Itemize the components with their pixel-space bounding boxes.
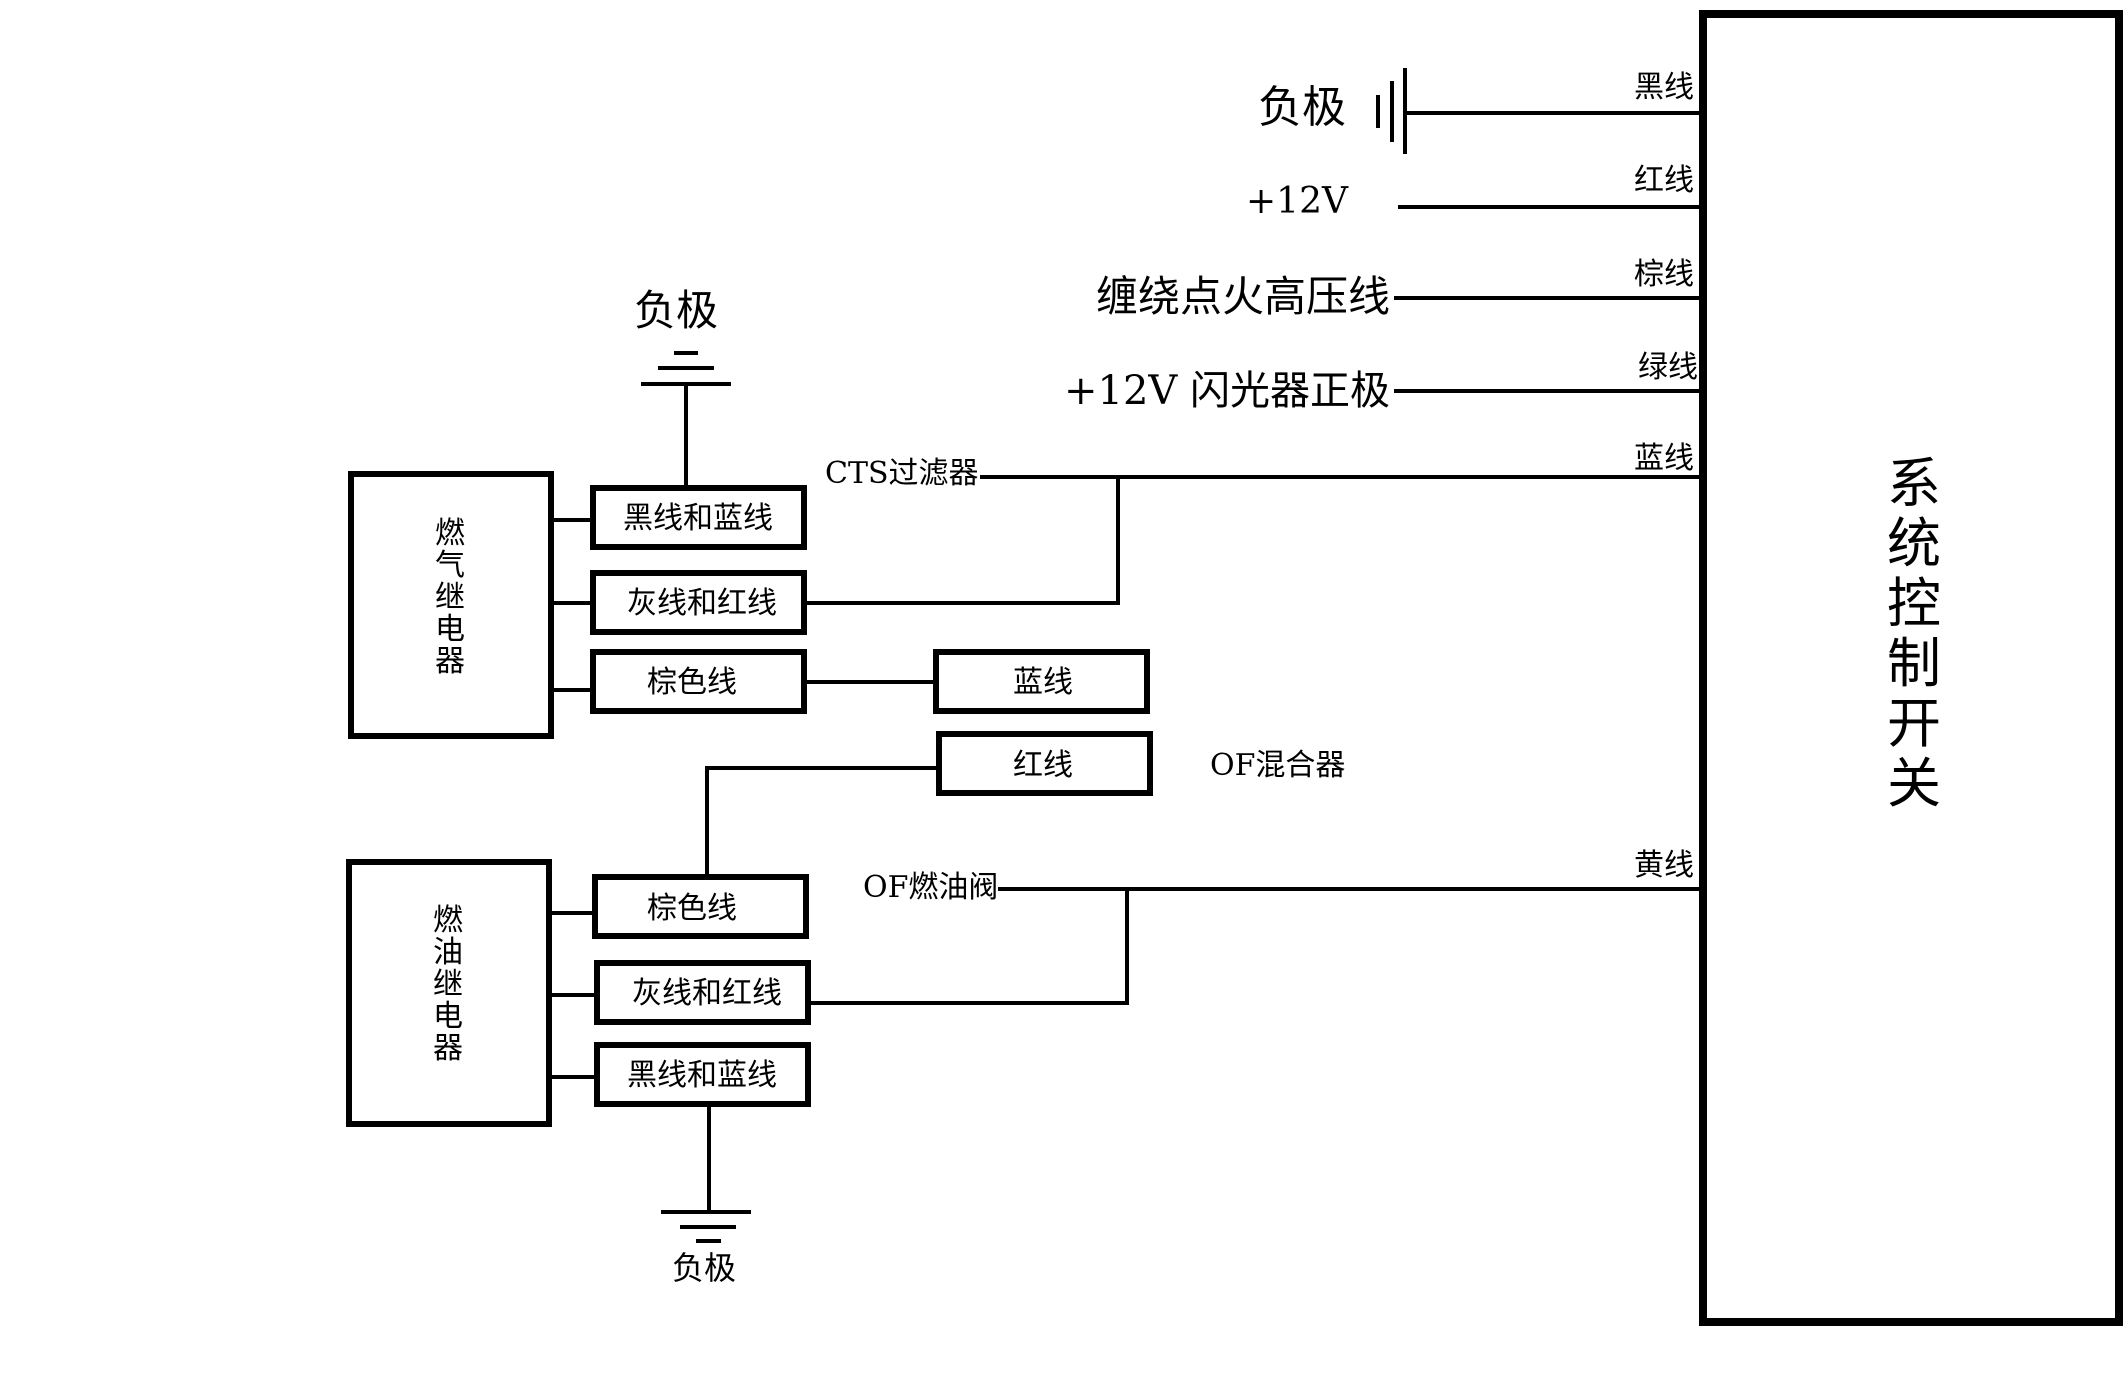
gas-relay-char: 气: [435, 548, 465, 583]
fuel-relay-char: 燃: [433, 903, 463, 938]
fuel-black-blue-label: 黑线和蓝线: [627, 1058, 777, 1093]
ground-symbol-top: [641, 351, 731, 386]
ignition-label: 缠绕点火高压线: [1096, 272, 1390, 321]
blue-aux-label: 蓝线: [1013, 665, 1073, 700]
system-switch-char: 关: [1887, 752, 1941, 815]
of-fuel-valve-label: OF燃油阀: [863, 870, 998, 905]
ground-symbol-right: [1376, 68, 1407, 154]
flasher-label: +12V 闪光器正极: [1064, 368, 1390, 414]
fuel-relay-char: 器: [433, 1031, 463, 1066]
red-wire-tag: 红线: [1634, 163, 1694, 198]
fuel-relay-char: 电: [433, 999, 463, 1034]
gas-relay-char: 继: [435, 580, 465, 615]
brown-wire-tag: 棕线: [1634, 257, 1694, 292]
black-wire-tag: 黑线: [1634, 70, 1694, 105]
fuel-gray-red-label: 灰线和红线: [632, 976, 782, 1011]
system-switch-label: 系 统 控 制 开 关: [1887, 452, 1941, 815]
system-switch-char: 系: [1887, 452, 1941, 515]
fuel-relay-box: [346, 859, 552, 1127]
blue-aux-box: [933, 649, 1150, 714]
gas-brown-terminal: [590, 649, 807, 714]
gas-black-blue-terminal: [590, 485, 807, 550]
gas-black-blue-label: 黑线和蓝线: [623, 501, 773, 536]
of-mixer-label: OF混合器: [1210, 748, 1345, 783]
green-wire-tag: 绿线: [1638, 350, 1698, 385]
red-aux-label: 红线: [1013, 748, 1073, 783]
gas-relay-char: 器: [435, 644, 465, 679]
system-switch-char: 统: [1887, 512, 1941, 575]
gas-relay-char: 电: [435, 612, 465, 647]
gas-gray-red-label: 灰线和红线: [627, 586, 777, 621]
gas-gray-red-terminal: [590, 570, 807, 635]
system-switch-char: 开: [1887, 692, 1941, 755]
plus12v-label: +12V: [1246, 181, 1349, 222]
cts-filter-label: CTS过滤器: [825, 456, 979, 491]
system-switch-char: 制: [1887, 632, 1941, 695]
system-switch-char: 控: [1887, 572, 1941, 635]
fuel-brown-label: 棕色线: [647, 891, 737, 926]
fuel-relay-char: 继: [433, 967, 463, 1002]
ground-label-top: 负极: [634, 286, 718, 335]
yellow-wire-tag: 黄线: [1634, 848, 1694, 883]
gas-relay-box: [348, 471, 554, 739]
fuel-relay-char: 油: [433, 935, 463, 970]
red-aux-box: [936, 731, 1153, 796]
gas-relay-char: 燃: [435, 516, 465, 551]
fuel-relay-label: 燃 油 继 电 器: [433, 903, 463, 1066]
gas-brown-label: 棕色线: [647, 665, 737, 700]
fuel-gray-red-terminal: [594, 960, 811, 1025]
gas-relay-label: 燃 气 继 电 器: [435, 516, 465, 679]
fuel-black-blue-terminal: [594, 1042, 811, 1107]
fuel-brown-terminal: [592, 874, 809, 939]
ground-label-bottom: 负极: [672, 1249, 736, 1287]
ground-label-right: 负极: [1258, 82, 1346, 133]
ground-symbol-bottom: [661, 1210, 751, 1243]
blue-wire-tag: 蓝线: [1634, 441, 1694, 476]
system-switch-box: [1699, 10, 2123, 1326]
